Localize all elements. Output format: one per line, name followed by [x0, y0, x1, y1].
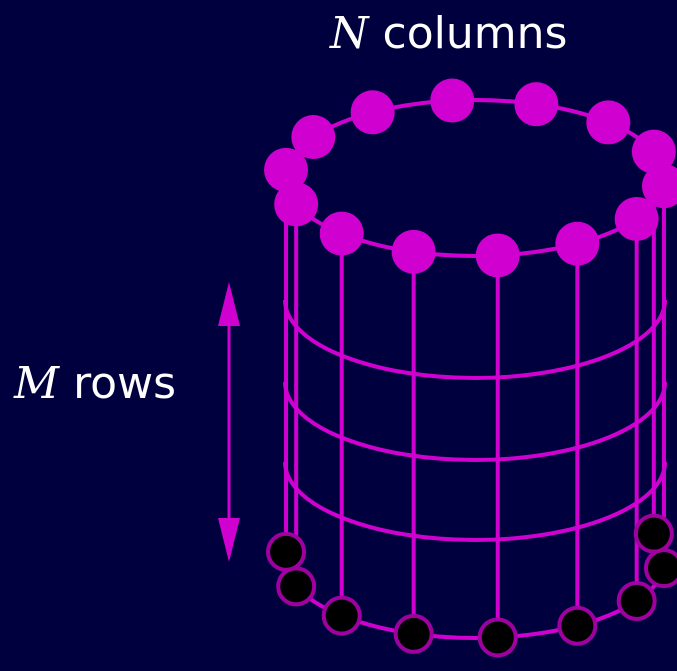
top-node [274, 182, 319, 227]
rows-variable: M [14, 358, 60, 409]
row-line-1 [283, 299, 667, 380]
bottom-node [266, 531, 307, 572]
top-node [641, 164, 677, 209]
top-node [614, 196, 659, 241]
top-node [430, 78, 475, 123]
bottom-node [643, 548, 677, 589]
columns-text: columns [382, 8, 568, 59]
arrow-head-up-icon [218, 282, 240, 326]
bottom-node [393, 613, 434, 654]
bottom-node [633, 513, 674, 554]
top-node [291, 115, 336, 160]
bottom-node [616, 580, 657, 621]
rows-text: rows [73, 358, 177, 409]
row-line-2 [283, 381, 667, 462]
columns-variable: N [330, 8, 369, 59]
row-line-3 [283, 461, 667, 542]
arrow-head-down-icon [218, 518, 240, 562]
top-node [586, 100, 631, 145]
rows-label: M rows [14, 362, 176, 406]
top-node [631, 129, 676, 174]
top-node [264, 147, 309, 192]
top-node [350, 90, 395, 135]
top-node [319, 211, 364, 256]
top-node [514, 82, 559, 127]
top-node [391, 229, 436, 274]
bottom-node [557, 605, 598, 646]
bottom-node [276, 566, 317, 607]
bottom-node [477, 617, 518, 658]
bottom-node [321, 595, 362, 636]
top-node [475, 233, 520, 278]
columns-label: N columns [330, 12, 567, 56]
top-node [555, 221, 600, 266]
